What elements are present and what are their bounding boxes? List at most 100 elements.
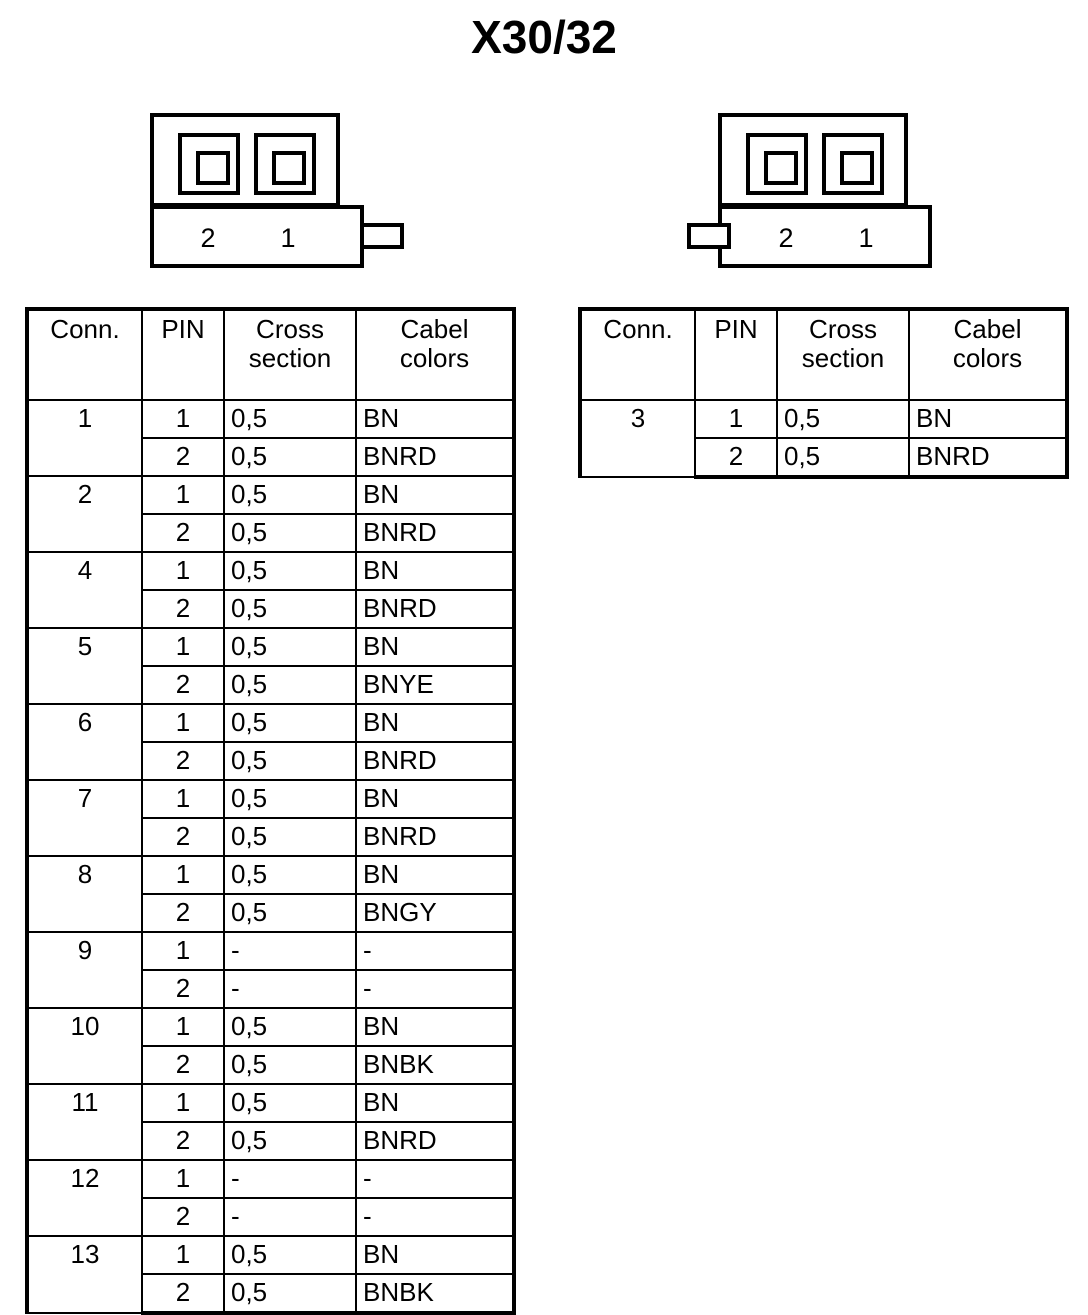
cell-connector-number: 11 [25,1083,143,1161]
cell-connector-number: 4 [25,551,143,629]
header-cabel-colors: Cabel colors [908,307,1069,401]
connector-right-pin-2-contact [764,151,798,185]
header-cabel-colors-line1: Cabel [400,314,469,344]
cell-cabel-color: BNRD [355,437,516,477]
cell-cabel-color: BNRD [355,1121,516,1161]
cell-pin-number: 1 [141,1007,225,1047]
cell-pin-number: 2 [141,513,225,553]
connector-right-housing-lower: 2 1 [718,205,932,268]
cell-cross-section: 0,5 [223,1007,357,1047]
wire-table-left-head: Conn. PIN Cross section Cabel colors [25,307,516,401]
cell-cabel-color: - [355,1197,516,1237]
cell-cross-section: 0,5 [223,475,357,515]
header-cross-section-line1: Cross [809,314,877,344]
header-cabel-colors-line2: colors [952,343,1023,374]
header-pin: PIN [141,307,225,401]
cell-cross-section: 0,5 [223,513,357,553]
cell-pin-number: 2 [141,1197,225,1237]
cell-connector-number: 12 [25,1159,143,1237]
cell-cross-section: 0,5 [223,817,357,857]
cell-cabel-color: - [355,1159,516,1199]
cell-cabel-color: BN [355,855,516,895]
cell-cross-section: 0,5 [223,627,357,667]
connector-left-pin-1-contact [272,151,306,185]
cell-pin-number: 1 [694,399,778,439]
cell-pin-number: 1 [141,475,225,515]
cell-cabel-color: BN [355,475,516,515]
cell-cross-section: 0,5 [223,437,357,477]
connector-left-pin-2-socket [178,133,240,195]
cell-cross-section: - [223,931,357,971]
cell-cross-section: 0,5 [223,779,357,819]
connector-right-latch-tab [687,223,731,249]
connector-right: 2 1 [687,113,947,273]
connector-left-pin-label-1: 1 [280,223,296,253]
cell-connector-number: 5 [25,627,143,705]
cell-cabel-color: BNRD [355,817,516,857]
cell-pin-number: 2 [141,1045,225,1085]
cell-pin-number: 1 [141,1159,225,1199]
connector-right-pin-1-contact [840,151,874,185]
cell-pin-number: 2 [141,1121,225,1161]
cell-cabel-color: BN [355,779,516,819]
cell-pin-number: 1 [141,779,225,819]
cell-cross-section: 0,5 [223,551,357,591]
cell-connector-number: 2 [25,475,143,553]
cell-pin-number: 2 [141,665,225,705]
cell-cross-section: 0,5 [223,893,357,933]
connector-right-pin-2-socket [746,133,808,195]
connector-right-pin-label-1: 1 [858,223,874,253]
cell-connector-number: 13 [25,1235,143,1314]
cell-cabel-color: BN [355,1007,516,1047]
cell-cabel-color: - [355,931,516,971]
cell-connector-number: 10 [25,1007,143,1085]
cell-cross-section: - [223,969,357,1009]
wire-table-right-head: Conn. PIN Cross section Cabel colors [578,307,1069,401]
cell-cabel-color: BN [355,703,516,743]
cell-pin-number: 2 [141,1273,225,1315]
cell-pin-number: 1 [141,855,225,895]
cell-cross-section: 0,5 [223,589,357,629]
cell-cabel-color: BN [908,399,1069,439]
cell-pin-number: 2 [694,437,778,479]
cell-cross-section: 0,5 [223,1121,357,1161]
connector-left-housing-upper [150,113,340,207]
connector-left-pin-label-2: 2 [200,223,216,253]
header-cross-section: Cross section [776,307,910,401]
cell-cross-section: 0,5 [223,855,357,895]
cell-pin-number: 1 [141,551,225,591]
cell-cabel-color: BNRD [355,513,516,553]
connector-right-pin-label-2: 2 [778,223,794,253]
cell-pin-number: 1 [141,1235,225,1275]
cell-connector-number: 8 [25,855,143,933]
header-conn: Conn. [578,307,696,401]
table-header-row: Conn. PIN Cross section Cabel colors [25,307,516,401]
header-cross-section-line2: section [801,343,885,374]
table-row: 2-- [27,1197,516,1237]
cell-connector-number: 3 [578,399,696,478]
cell-cabel-color: BNBK [355,1045,516,1085]
cell-pin-number: 2 [141,589,225,629]
header-pin: PIN [694,307,778,401]
